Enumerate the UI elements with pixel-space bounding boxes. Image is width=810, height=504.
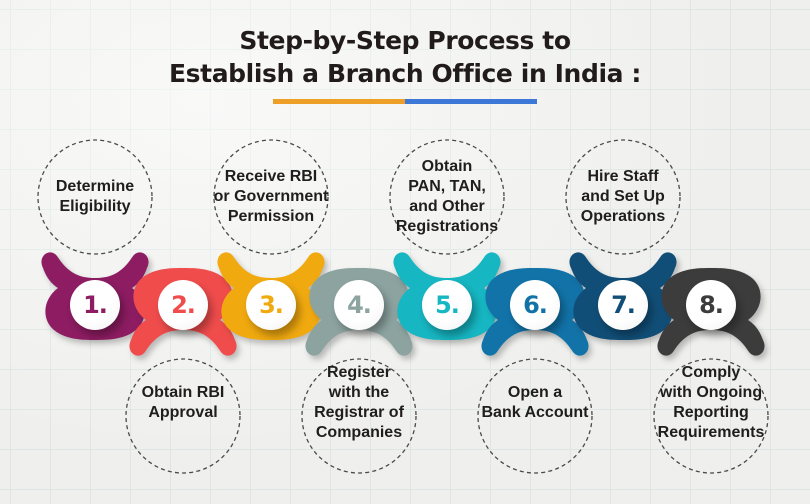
step-number: 7. <box>611 291 636 319</box>
step-number: 3. <box>259 291 284 319</box>
title-line-1: Step-by-Step Process to <box>239 26 571 55</box>
step-number: 5. <box>435 291 460 319</box>
dashed-circle <box>37 139 153 255</box>
step-label: Comply with Ongoing Reporting Requiremen… <box>657 364 765 441</box>
step-label: Open a Bank Account <box>481 384 589 421</box>
title-underline-right <box>405 99 537 104</box>
step-number-circle: 1. <box>70 280 120 330</box>
dashed-circle <box>389 139 505 255</box>
step-number-circle: 8. <box>686 280 736 330</box>
step-number-circle: 6. <box>510 280 560 330</box>
dashed-circle <box>477 358 593 474</box>
step-number: 2. <box>171 291 196 319</box>
dashed-circle <box>653 358 769 474</box>
step-number-circle: 3. <box>246 280 296 330</box>
step-label: Hire Staff and Set Up Operations <box>580 168 666 225</box>
step-number-circle: 2. <box>158 280 208 330</box>
dashed-circle <box>125 358 241 474</box>
step-label: Obtain RBI Approval <box>141 384 225 421</box>
step-label: Determine Eligibility <box>55 178 135 215</box>
step-number: 1. <box>83 291 108 319</box>
title-line-2: Establish a Branch Office in India : <box>168 59 641 88</box>
step-number: 6. <box>523 291 548 319</box>
step-number: 4. <box>347 291 372 319</box>
step-label: Register with the Registrar of Companies <box>314 364 404 441</box>
step-number-circle: 4. <box>334 280 384 330</box>
page-title: Step-by-Step Process to Establish a Bran… <box>0 24 810 104</box>
dashed-circle <box>565 139 681 255</box>
step-label: Obtain PAN, TAN, and Other Registrations <box>395 158 499 235</box>
dashed-circle <box>301 358 417 474</box>
title-underline-left <box>273 99 405 104</box>
dashed-circle <box>213 139 329 255</box>
step-number-circle: 7. <box>598 280 648 330</box>
step-number: 8. <box>699 291 724 319</box>
step-number-circle: 5. <box>422 280 472 330</box>
title-underline <box>273 99 537 104</box>
step-label: Receive RBI or Government Permission <box>213 168 329 225</box>
